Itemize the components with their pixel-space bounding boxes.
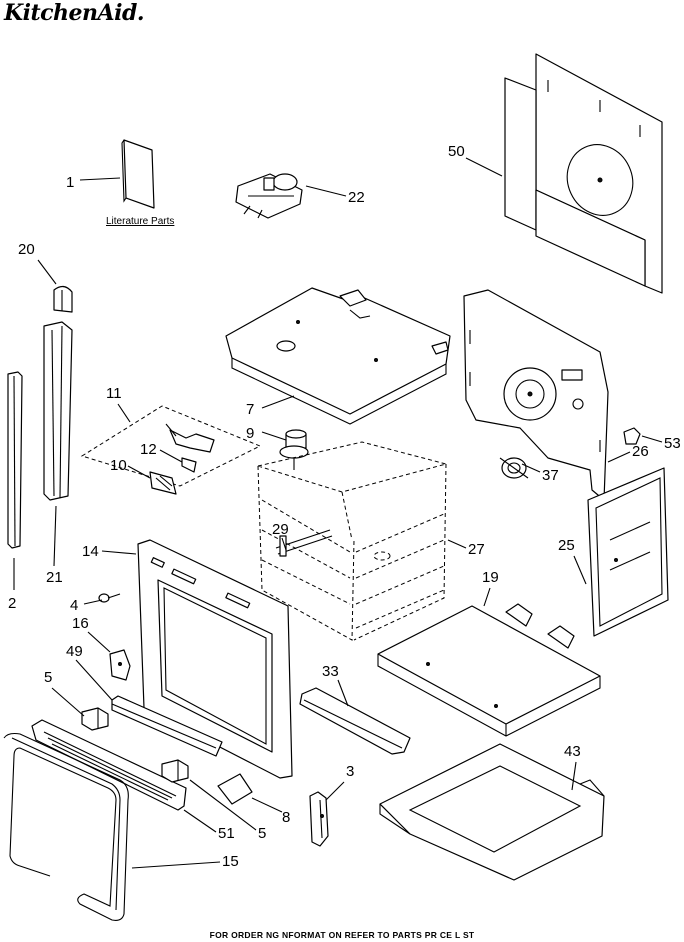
part-5-block-right [161,759,189,783]
callout-7: 7 [246,401,254,418]
callout-26: 26 [632,443,649,460]
callout-53: 53 [664,435,681,452]
callout-10: 10 [110,457,127,474]
part-19-bottom-tray [377,603,601,737]
callout-12: 12 [140,441,157,458]
part-22-control-assembly [235,173,303,219]
part-9-motor [279,429,309,470]
part-8-plate [217,773,253,805]
callout-15: 15 [222,853,239,870]
callout-5-left: 5 [44,669,52,686]
part-26-rear-frame [463,289,609,501]
callout-11: 11 [106,385,122,402]
callout-29: 29 [272,521,289,538]
part-43-bottom-panel [379,743,605,881]
callout-16: 16 [72,615,89,632]
part-14-front-frame [137,539,293,779]
part-2-vertical-trim [7,371,23,549]
part-21-side-trim [43,321,73,501]
part-3-bracket [309,791,329,847]
kitchenaid-logo: KitchenAid. [4,0,145,26]
ordering-info-footer: FOR ORDER NG NFORMAT ON REFER TO PARTS P… [209,930,475,940]
part-5-block-left [81,707,109,731]
group-11-parts [80,405,262,495]
callout-43: 43 [564,743,581,760]
callout-21: 21 [46,569,63,586]
part-27-oven-cavity [256,441,448,641]
callout-51: 51 [218,825,235,842]
part-29-element [275,529,333,557]
callout-9: 9 [246,425,254,442]
part-51-vent-grille [31,719,187,811]
callout-50: 50 [448,143,465,160]
part-15-door-gasket [3,732,129,921]
callout-14: 14 [82,543,99,560]
callout-25: 25 [558,537,575,554]
part-1-literature [121,139,155,209]
part-7-top-panel [225,287,451,425]
part-33-baffle [299,687,411,755]
callout-5-right: 5 [258,825,266,842]
part-20-end-cap [53,285,73,313]
callout-22: 22 [348,189,365,206]
callout-49: 49 [66,643,83,660]
part-4-screw [98,593,121,603]
part-16-bracket [109,649,131,681]
callout-4: 4 [70,597,78,614]
callout-1: 1 [66,174,74,191]
callout-20: 20 [18,241,35,258]
part-49-spacer [111,695,223,757]
part-50-rear-panel [504,53,663,294]
part-53-clip [623,427,641,445]
callout-3: 3 [346,763,354,780]
callout-37: 37 [542,467,559,484]
part-25-side-panel [587,467,669,637]
callout-2: 2 [8,595,16,612]
callout-33: 33 [322,663,339,680]
literature-parts-caption: Literature Parts [106,216,174,227]
callout-19: 19 [482,569,499,586]
callout-8: 8 [282,809,290,826]
leader-lines [13,157,663,869]
callout-27: 27 [468,541,485,558]
part-37-ring [499,457,529,479]
